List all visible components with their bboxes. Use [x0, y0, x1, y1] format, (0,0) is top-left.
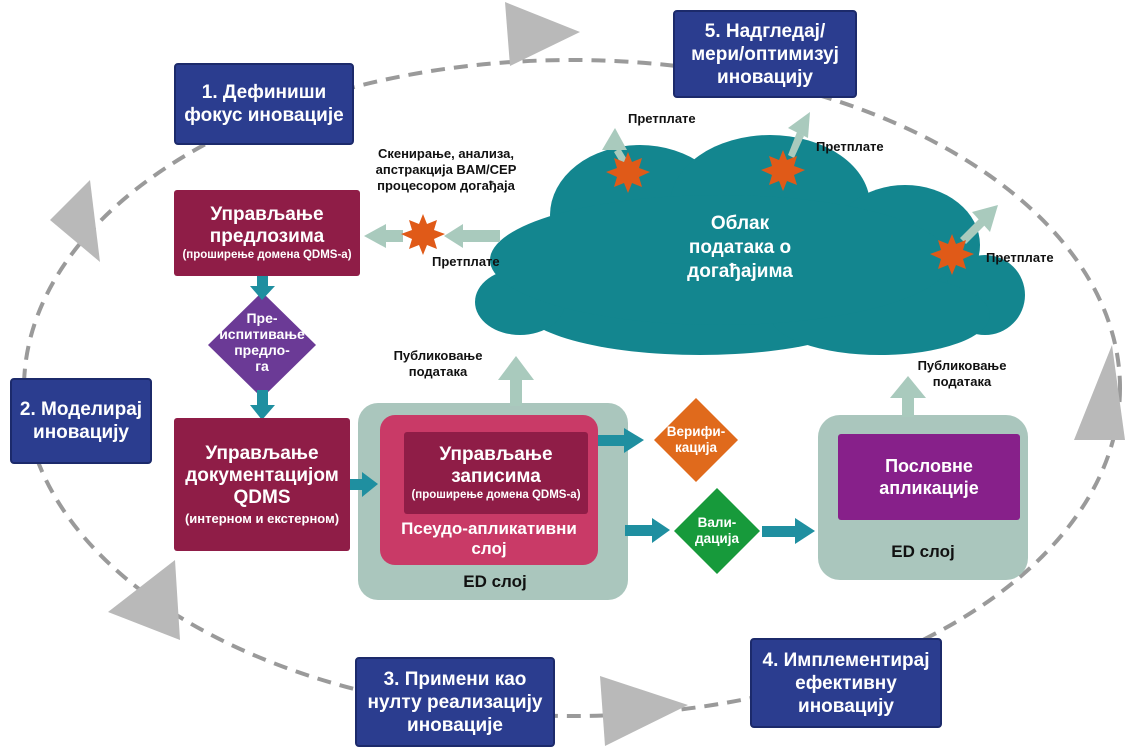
cycle-arrowhead-bottom-left	[108, 560, 180, 640]
step-4-box: 4. Имплементирај ефективну иновацију	[750, 638, 942, 728]
flow-arrow-documents-to-records	[345, 472, 378, 497]
flow-arrow-review-to-documents	[250, 390, 275, 420]
ed-layer-right-label: ED слој	[891, 542, 955, 561]
review-line-2: испитивање	[219, 326, 305, 342]
records-title-line-1: Управљање	[439, 443, 553, 465]
validation-line-2: дација	[695, 531, 739, 546]
publish-left-line-1: Публиковање	[393, 348, 483, 363]
step-4-line-1: 4. Имплементирај	[762, 649, 930, 671]
step-3-line-1: 3. Примени као	[383, 668, 527, 690]
step-3-line-3: иновације	[407, 714, 503, 736]
subscription-star-1	[606, 152, 650, 193]
document-management-box: Управљање документацијом QDMS (интерном …	[174, 418, 350, 551]
flow-arrow-records-to-verification	[598, 428, 644, 453]
subscription-label-left: Претплате	[432, 254, 500, 269]
verification-line-2: кација	[674, 440, 718, 455]
documents-title-line-3: QDMS	[233, 487, 291, 508]
cloud-label: Облак података о догађајима	[640, 212, 840, 284]
step-4-line-2: ефективну	[795, 672, 897, 694]
proposals-subtitle: (проширење домена QDMS-а)	[182, 248, 352, 261]
subscription-arrow-3	[960, 205, 998, 244]
flow-arrow-validation-to-apps	[762, 518, 815, 544]
records-subtitle: (проширење домена QDMS-а)	[411, 488, 581, 501]
subscription-arrow-2	[788, 112, 810, 158]
pseudo-layer-line-1: Псеудо-апликативни	[401, 519, 577, 538]
records-management-box: Управљање записима (проширење домена QDM…	[404, 432, 588, 514]
validation-diamond	[674, 488, 760, 574]
documents-title-line-2: документацијом	[185, 465, 339, 486]
proposals-title-line-1: Управљање	[210, 203, 324, 225]
publish-arrow-right	[890, 376, 926, 417]
publish-data-label-left: Публиковање података	[388, 348, 488, 380]
step-1-line-2: фокус иновације	[184, 105, 344, 126]
proposals-title-line-2: предлозима	[209, 225, 325, 247]
flow-arrow-layer-to-validation	[625, 518, 670, 543]
verification-diamond	[654, 398, 738, 482]
business-applications-box: Пословне апликације	[838, 434, 1020, 520]
subscription-label-1: Претплате	[628, 111, 696, 126]
review-line-1: Пре-	[246, 310, 278, 326]
step-5-line-2: мери/оптимизуј	[691, 43, 839, 65]
cycle-arrowhead-top	[505, 2, 580, 66]
step-1-box: 1. Дефиниши фокус иновације	[174, 63, 354, 145]
cycle-arrowhead-left	[50, 180, 100, 262]
publish-arrow-left	[498, 356, 534, 406]
validation-label: Вали- дација	[674, 515, 760, 547]
business-apps-line-1: Пословне	[885, 456, 973, 476]
flow-arrow-proposals-to-review	[250, 274, 275, 300]
publish-right-line-2: података	[932, 374, 992, 389]
step-5-line-3: иновацију	[717, 66, 813, 88]
step-2-line-2: иновацију	[33, 422, 129, 443]
scanning-analysis-label: Скенирање, анализа, апстракција BAM/CEP …	[356, 146, 536, 194]
step-5-line-1: 5. Надгледај/	[704, 20, 826, 42]
ed-layer-left-label: ED слој	[463, 572, 527, 591]
cycle-arrowhead-right	[1074, 345, 1125, 440]
event-data-cloud	[475, 135, 1025, 355]
pseudo-layer-label: Псеудо-апликативни слој	[382, 519, 596, 559]
subscription-star-2	[761, 150, 805, 191]
review-diamond	[208, 292, 316, 398]
subscription-star-3	[930, 234, 974, 275]
scanning-line-2: апстракција BAM/CEP	[375, 162, 517, 177]
cloud-line-2: података о	[688, 237, 792, 258]
step-4-line-3: иновацију	[798, 695, 894, 717]
cloud-line-3: догађајима	[687, 261, 793, 282]
step-1-line-1: 1. Дефиниши	[201, 82, 327, 103]
publish-right-line-1: Публиковање	[917, 358, 1007, 373]
subscription-label-2: Претплате	[816, 139, 884, 154]
validation-line-1: Вали-	[697, 515, 737, 530]
subscription-arrow-to-proposals	[364, 224, 403, 248]
records-title-line-2: записима	[451, 465, 541, 487]
documents-title-line-1: Управљање	[205, 443, 319, 464]
business-apps-line-2: апликације	[879, 478, 979, 498]
documents-subtitle: (интерном и екстерном)	[184, 511, 340, 526]
review-line-3: предло-	[234, 342, 290, 358]
cloud-line-1: Облак	[710, 213, 770, 234]
review-line-4: га	[255, 358, 269, 374]
subscription-star-left	[401, 214, 445, 255]
subscription-label-3: Претплате	[986, 250, 1054, 265]
step-3-box: 3. Примени као нулту реализацију иноваци…	[355, 657, 555, 747]
verification-label: Верифи- кација	[654, 424, 738, 456]
step-2-box: 2. Моделирај иновацију	[10, 378, 152, 464]
scanning-line-1: Скенирање, анализа,	[377, 146, 515, 161]
step-5-box: 5. Надгледај/ мери/оптимизуј иновацију	[673, 10, 857, 98]
innovation-cycle-path	[22, 58, 1122, 718]
publish-data-label-right: Публиковање података	[912, 358, 1012, 390]
cycle-arrowhead-bottom	[600, 676, 688, 746]
review-label: Пре- испитивање предло- га	[212, 310, 312, 374]
cloud-subscription-arrow-left	[444, 224, 500, 248]
step-2-line-1: 2. Моделирај	[19, 399, 143, 420]
publish-left-line-2: података	[408, 364, 468, 379]
verification-line-1: Верифи-	[666, 424, 726, 439]
proposals-management-box: Управљање предлозима (проширење домена Q…	[174, 190, 360, 276]
scanning-line-3: процесором догађаја	[377, 178, 515, 193]
pseudo-layer-line-2: слој	[471, 539, 507, 558]
step-3-line-2: нулту реализацију	[367, 691, 543, 713]
